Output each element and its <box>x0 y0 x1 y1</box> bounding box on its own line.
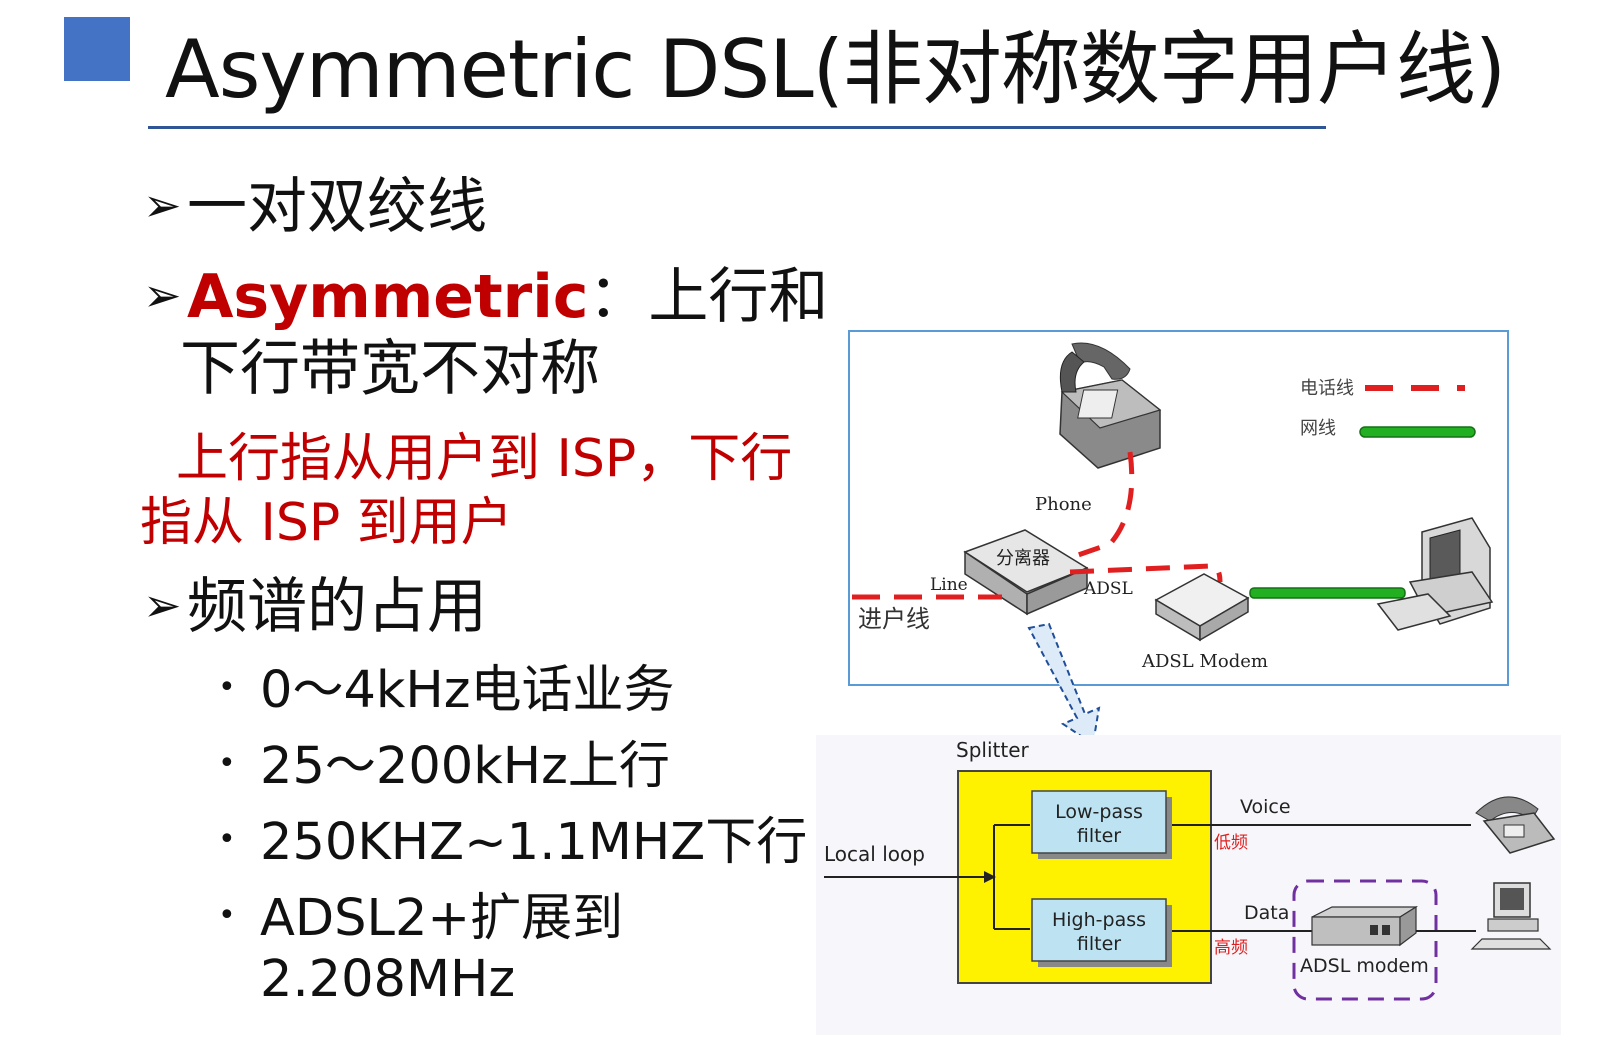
adsl-modem-icon <box>1154 573 1250 642</box>
splitter-to-modem-line <box>1069 563 1223 583</box>
modem-label: ADSL Modem <box>1141 651 1268 672</box>
splitter-filter-diagram: Splitter Local loop Low-pass filter High… <box>816 735 1561 1035</box>
splitter-title: Splitter <box>956 738 1029 762</box>
dot-bullet-icon: • <box>218 822 236 857</box>
note-line-2: 指从 ISP 到用户 <box>140 493 513 553</box>
low-pass-filter-box <box>1031 790 1167 854</box>
sub-bullet-text: 250KHZ~1.1MHZ下行 <box>260 813 808 872</box>
modem-label: ADSL modem <box>1300 955 1429 977</box>
low-pass-filter-label: filter <box>1077 825 1121 847</box>
sub-bullet-upstream: • 25～200kHz上行 <box>218 734 670 797</box>
dot-bullet-icon: • <box>218 898 236 933</box>
high-freq-label: 高频 <box>1214 938 1248 958</box>
telephone-icon <box>1475 796 1556 854</box>
splitter-label: 分离器 <box>996 548 1050 569</box>
voice-label: Voice <box>1240 796 1291 818</box>
bullet-text: ：上行和 <box>588 262 829 332</box>
dot-bullet-icon: • <box>218 746 236 781</box>
low-freq-label: 低频 <box>1214 833 1248 853</box>
data-label: Data <box>1244 902 1289 924</box>
arrow-bullet-icon: ➢ <box>143 178 182 232</box>
bullet-keyword: Asymmetric <box>187 262 589 332</box>
line-label: Line <box>930 575 968 595</box>
high-pass-label: High-pass <box>1052 909 1146 931</box>
computer-icon <box>1470 882 1552 950</box>
sub-bullet-adsl2: • ADSL2+扩展到 <box>218 886 623 949</box>
adsl-label: ADSL <box>1083 579 1133 599</box>
local-loop-label: Local loop <box>824 842 925 866</box>
note-line-1: 上行指从用户到 ISP，下行 <box>176 429 793 489</box>
local-loop-arrow-icon <box>984 871 996 883</box>
low-pass-label: Low-pass <box>1055 801 1143 823</box>
adsl-connection-svg: 电话线 网线 Phone 分离器 Line 进户线 ADSL <box>852 342 1494 672</box>
branch-lines <box>993 824 1030 930</box>
title-underline <box>148 126 1326 129</box>
modem-highlight-box <box>1292 879 1438 1001</box>
sub-bullet-downstream: • 250KHZ~1.1MHZ下行 <box>218 810 807 873</box>
incoming-line-label: 进户线 <box>858 605 930 633</box>
adsl-connection-diagram: 电话线 网线 Phone 分离器 Line 进户线 ADSL <box>848 330 1509 686</box>
arrow-bullet-icon: ➢ <box>143 268 182 322</box>
phone-line-to-splitter <box>1051 451 1135 567</box>
sub-bullet-adsl2-line2: 2.208MHz <box>260 950 516 1009</box>
high-pass-filter-label: filter <box>1077 933 1121 955</box>
sub-bullet-text: 0～4kHz电话业务 <box>260 661 675 720</box>
legend-net-line-label: 网线 <box>1300 418 1336 439</box>
telephone-icon <box>1059 342 1162 469</box>
computer-icon <box>1376 517 1494 631</box>
bullet-text: 频谱的占用 <box>187 572 487 642</box>
bullet-text: 一对双绞线 <box>187 172 487 242</box>
legend-net-line-swatch <box>1359 426 1476 438</box>
sub-bullet-text: 25～200kHz上行 <box>260 737 670 796</box>
sub-bullet-voice: • 0～4kHz电话业务 <box>218 658 675 721</box>
splitter-device-icon <box>963 529 1089 616</box>
title-accent-square <box>64 17 130 81</box>
arrow-bullet-icon: ➢ <box>143 578 182 632</box>
sub-bullet-text: ADSL2+扩展到 <box>260 889 624 948</box>
phone-label: Phone <box>1035 494 1092 515</box>
bullet-twisted-pair: ➢一对双绞线 <box>143 170 487 242</box>
network-line <box>1249 587 1406 599</box>
bullet-asymmetric: ➢Asymmetric：上行和 <box>143 260 828 332</box>
zoom-arrow-icon <box>1027 622 1101 746</box>
adsl-modem-icon <box>1311 905 1419 947</box>
high-pass-filter-box <box>1031 898 1167 962</box>
dot-bullet-icon: • <box>218 670 236 705</box>
bullet-asymmetric-line2: 下行带宽不对称 <box>180 334 600 404</box>
slide-title: Asymmetric DSL(非对称数字用户线) <box>165 23 1506 116</box>
bullet-spectrum: ➢频谱的占用 <box>143 570 487 642</box>
legend-phone-line-label: 电话线 <box>1300 378 1354 399</box>
